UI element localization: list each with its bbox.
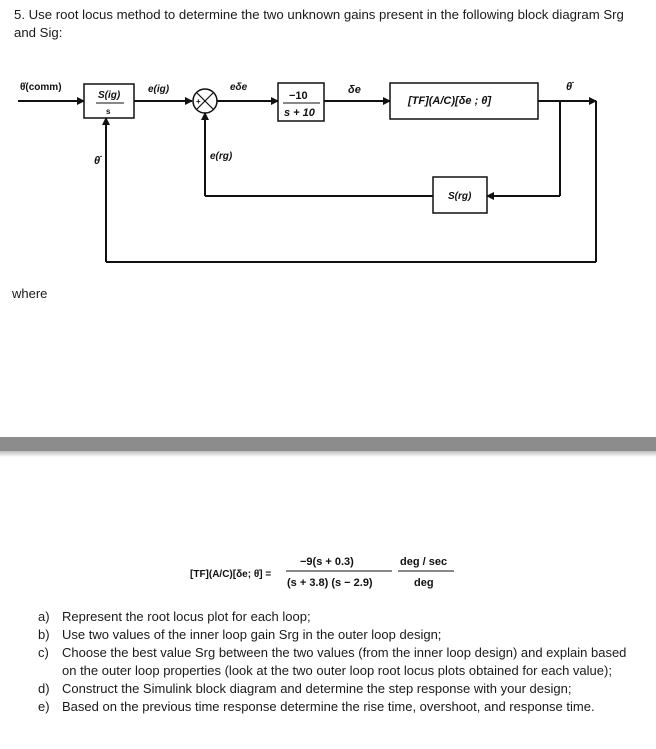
task-item: c) Choose the best value Srg between the … [38, 644, 642, 680]
where-label: where [12, 286, 48, 301]
summing-cross-2 [196, 92, 214, 110]
task-label: a) [38, 609, 50, 624]
task-list: a) Represent the root locus plot for each… [38, 608, 642, 716]
equation-numerator: −9(s + 0.3) [300, 556, 354, 568]
block-diagram: θ̇(comm) S(ig) s e(ig) + eδe −10 s + 10 … [18, 81, 597, 263]
actuator-tf-denominator: s + 10 [284, 107, 316, 119]
gain-ig-label: S(ig) [98, 90, 121, 101]
unit-denominator: deg [414, 577, 434, 589]
plant-tf-block [389, 82, 539, 120]
transfer-function-equation: [TF](A/C)[δe; θ̇] = −9(s + 0.3) (s + 3.8… [190, 556, 454, 589]
task-text: Based on the previous time response dete… [62, 699, 595, 714]
task-label: c) [38, 645, 49, 660]
separator-band [0, 437, 656, 451]
feedback-label: θ̇ [94, 155, 102, 167]
equation-lhs: [TF](A/C)[δe; θ̇] = [190, 569, 271, 580]
summing-plus-sign: + [196, 97, 201, 106]
task-item: d) Construct the Simulink block diagram a… [38, 680, 642, 698]
task-item: a) Represent the root locus plot for each… [38, 608, 642, 626]
task-text: Choose the best value Srg between the tw… [62, 645, 627, 678]
e-delta-label: eδe [230, 82, 248, 93]
separator-shadow [0, 451, 656, 457]
error-rg-label: e(rg) [210, 151, 233, 162]
unit-numerator: deg / sec [400, 556, 447, 568]
task-label: b) [38, 627, 50, 642]
task-item: e) Based on the previous time response de… [38, 698, 642, 716]
gain-ig-den: s [106, 107, 111, 116]
task-item: b) Use two values of the inner loop gain … [38, 626, 642, 644]
question-text: 5. Use root locus method to determine th… [14, 7, 624, 40]
task-text: Construct the Simulink block diagram and… [62, 681, 572, 696]
input-label: θ̇(comm) [20, 82, 62, 93]
task-label: e) [38, 699, 50, 714]
delta-label: δe [348, 84, 361, 96]
gain-rg-label: S(rg) [448, 191, 472, 202]
task-text: Use two values of the inner loop gain Sr… [62, 627, 442, 642]
task-text: Represent the root locus plot for each l… [62, 609, 311, 624]
error-ig-label: e(ig) [148, 84, 170, 95]
output-label: θ̇ [566, 81, 574, 93]
plant-tf-label: [TF](A/C)[δe ; θ̇] [407, 95, 491, 107]
actuator-tf-numerator: −10 [289, 90, 308, 102]
equation-denominator: (s + 3.8) (s − 2.9) [287, 577, 373, 589]
task-label: d) [38, 681, 50, 696]
